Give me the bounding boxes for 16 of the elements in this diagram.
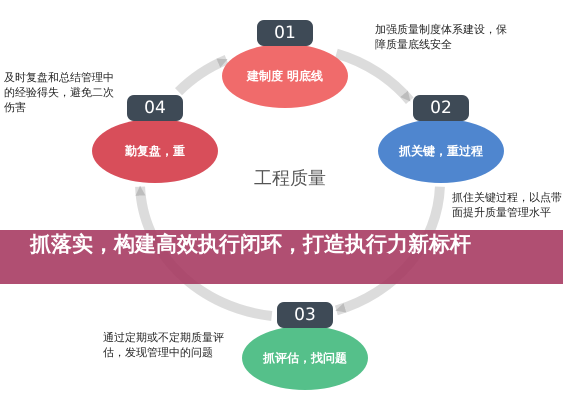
step-number: 01 [257, 20, 313, 46]
step-number: 02 [413, 95, 469, 121]
step-description: 及时复盘和总结管理中的经验得失，避免二次伤害 [4, 70, 115, 115]
step-oval: 抓关键，重过程 [378, 119, 504, 183]
step-oval: 勤复盘，重 [92, 119, 218, 183]
step-description: 通过定期或不定期质量评估，发现管理中的问题 [103, 330, 225, 360]
step-description: 抓住关键过程，以点带面提升质量管理水平 [452, 190, 563, 220]
step-oval: 抓评估，找问题 [242, 326, 368, 390]
ring-arrow [334, 48, 414, 104]
step-description: 加强质量制度体系建设，保障质量底线安全 [375, 22, 508, 52]
step-oval: 建制度 明底线 [222, 44, 348, 108]
center-label: 工程质量 [250, 168, 330, 190]
title: 抓落实，构建高效执行闭环，打造执行力新标杆 [30, 232, 472, 257]
ring-arrow [175, 55, 229, 96]
step-number: 04 [127, 95, 183, 121]
step-number: 03 [277, 302, 333, 328]
